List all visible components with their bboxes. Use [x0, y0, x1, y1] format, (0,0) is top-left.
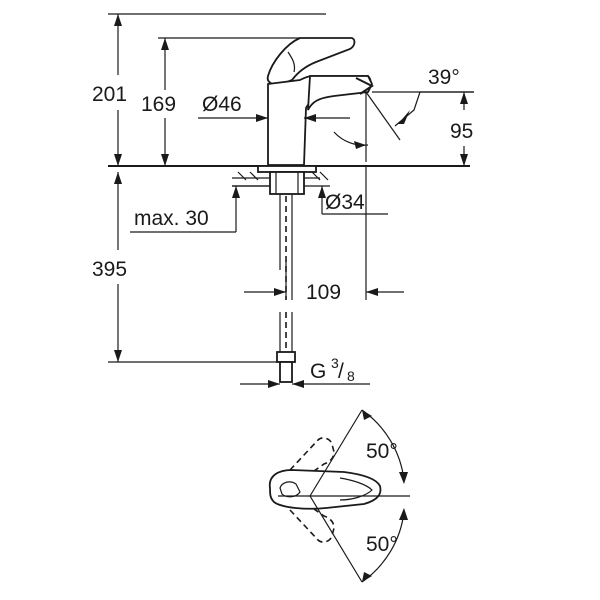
label-spout-clearance: 95 [450, 120, 473, 143]
top-view-body [268, 469, 382, 510]
spout-outlet [355, 77, 374, 95]
label-lever-angle-top: 50° [366, 440, 398, 463]
label-thread-denominator: 8 [347, 368, 355, 384]
lever-detail [287, 51, 296, 73]
dim-spout-clearance: 95 [372, 91, 474, 166]
label-total-height: 201 [92, 83, 127, 106]
label-hose-length: 395 [92, 258, 127, 281]
label-max-thickness: max. 30 [134, 207, 209, 230]
label-thread-numerator: 3 [331, 355, 339, 371]
dim-total-height: 201 [92, 13, 326, 166]
faucet-top-view: 50° 50° [268, 409, 410, 583]
dim-body-diameter: Ø46 [198, 93, 350, 122]
supply-hoses [276, 194, 296, 383]
label-spout-angle: 39° [428, 66, 460, 89]
mounting-nut [269, 171, 305, 195]
dim-connection-thread: G 3 / 8 [240, 355, 370, 388]
dim-hole-diameter: Ø34 [232, 185, 388, 215]
label-body-diameter: Ø46 [202, 93, 242, 116]
label-spout-reach: 109 [306, 281, 341, 304]
thread-slash: / [338, 360, 344, 383]
label-hole-diameter: Ø34 [325, 191, 365, 214]
label-thread-g: G [310, 360, 326, 383]
hose-connector [276, 351, 296, 363]
dim-spout-reach: 109 [244, 166, 404, 304]
label-spout-height: 169 [141, 93, 176, 116]
dim-hose-length: 395 [92, 172, 278, 363]
dim-max-thickness: max. 30 [130, 186, 240, 233]
dim-spout-height: 169 [141, 37, 300, 166]
hose-thread [279, 361, 293, 383]
label-lever-angle-bottom: 50° [366, 533, 398, 556]
